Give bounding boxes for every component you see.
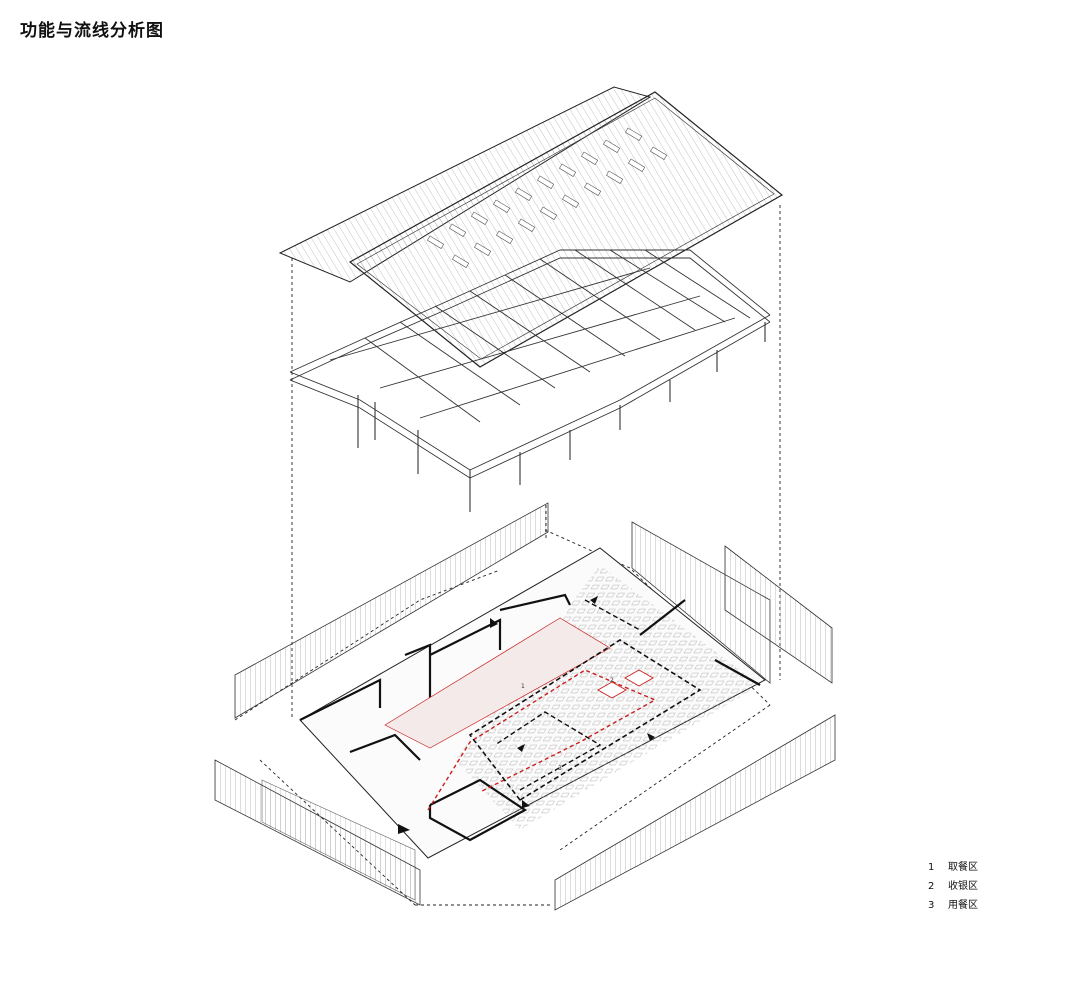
red-flow-path [427, 669, 657, 811]
facade-west-gable [261, 779, 416, 901]
columns [357, 322, 766, 512]
arrow-east [647, 733, 655, 741]
legend-label: 收银区 [948, 881, 978, 892]
dining-furniture-zone [455, 565, 760, 830]
legend-item: 3 用餐区 [928, 896, 978, 915]
roof-layer [278, 86, 784, 368]
zone-labels: 1 2 3 [521, 677, 614, 772]
legend-label: 取餐区 [948, 862, 978, 873]
facade-west-upper [234, 502, 549, 719]
arrow-north [590, 596, 598, 604]
legend-item: 1 取餐区 [928, 858, 978, 877]
arrow-center [517, 744, 525, 752]
cashier-stations [597, 669, 654, 699]
black-flow-path-inner [494, 711, 602, 791]
legend-number: 3 [928, 900, 935, 911]
facade-east-upper [631, 521, 771, 684]
facade-panels [214, 502, 836, 911]
flow-lines [427, 599, 702, 811]
interior-walls [299, 593, 761, 842]
legend: 1 取餐区 2 收银区 3 用餐区 [928, 858, 978, 915]
legend-label: 用餐区 [948, 900, 978, 911]
legend-number: 1 [928, 862, 935, 873]
flow-arrows [398, 596, 655, 834]
page-title: 功能与流线分析图 [20, 21, 164, 41]
timber-frame-layer [289, 249, 771, 512]
facade-south-lower [554, 714, 836, 911]
service-counter [384, 617, 611, 749]
zone-label-1: 1 [521, 683, 525, 690]
legend-item: 2 收银区 [928, 877, 978, 896]
roof-skylights [427, 127, 668, 268]
entrance-arrow [398, 824, 410, 834]
floor-plan-layer [299, 547, 766, 859]
roof-front-slope [348, 91, 784, 368]
arrow-south [522, 800, 530, 808]
facade-east-gable [724, 545, 833, 684]
black-flow-path-north [584, 599, 641, 631]
black-flow-path-outer [468, 639, 702, 801]
zone-label-3: 3 [558, 765, 562, 772]
top-entrance-arrow [490, 618, 498, 628]
zone-label-2: 2 [610, 677, 614, 684]
legend-number: 2 [928, 881, 935, 892]
